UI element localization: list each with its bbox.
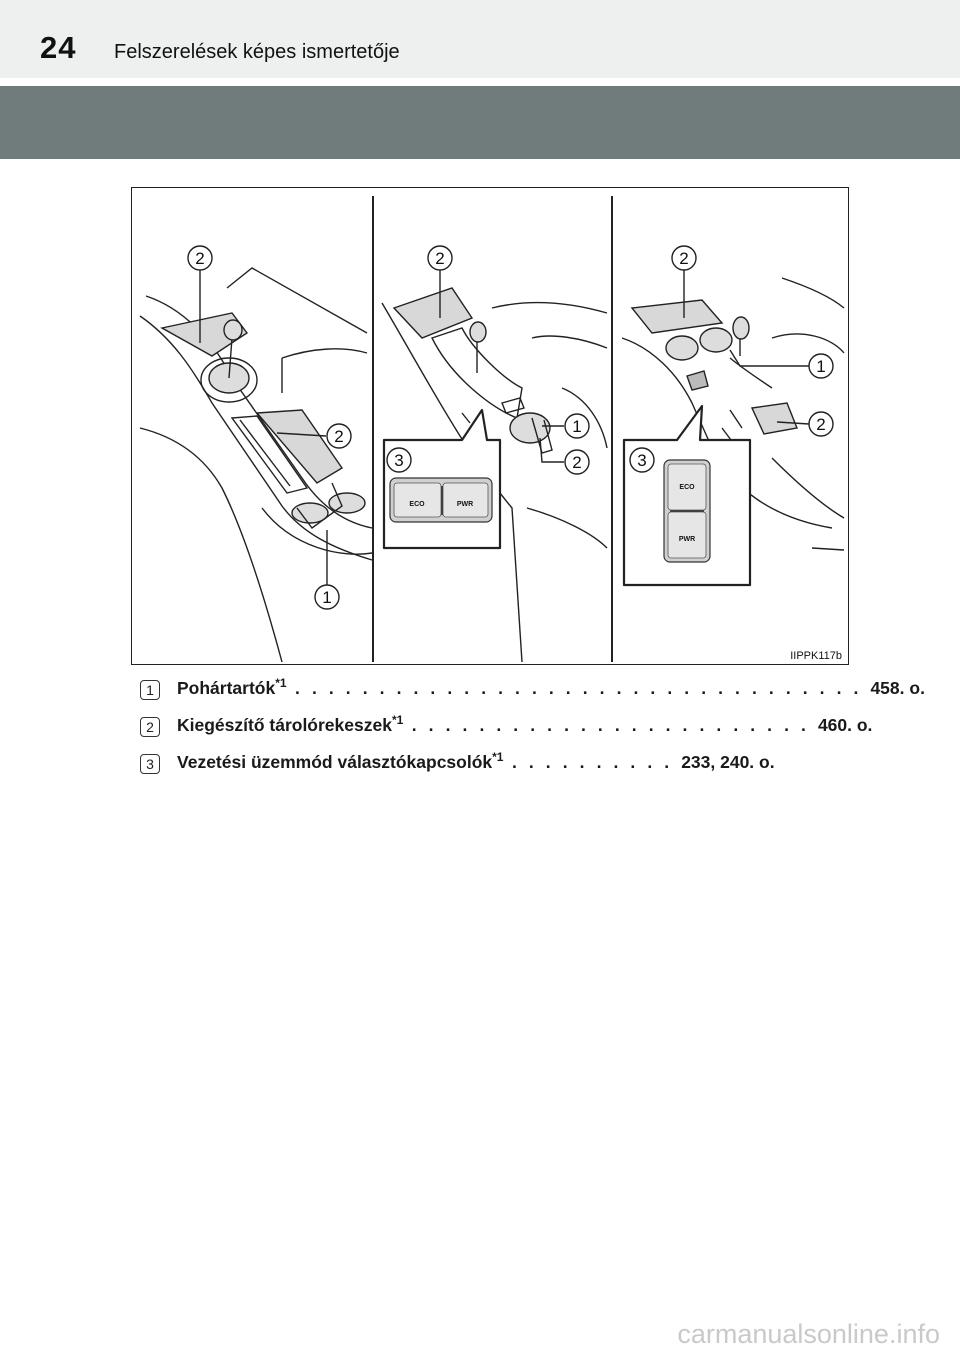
console-illustration-svg: ECO PWR ECO PWR 2 2 1 2 1 2 3 2 1 2 3 [139, 196, 845, 663]
watermark: carmanualsonline.info [677, 1319, 940, 1349]
callout-2: 2 [808, 411, 834, 437]
eco-label: ECO [679, 484, 695, 491]
svg-text:3: 3 [637, 451, 646, 470]
gray-banner [0, 86, 960, 159]
svg-text:1: 1 [322, 588, 331, 607]
pwr-label: PWR [679, 536, 695, 543]
svg-text:3: 3 [394, 451, 403, 470]
svg-text:2: 2 [572, 453, 581, 472]
svg-text:2: 2 [334, 427, 343, 446]
legend-list: 1 Pohártartók*1 . . . . . . . . . . . . … [140, 676, 925, 787]
callout-3: 3 [629, 447, 655, 473]
svg-text:2: 2 [435, 249, 444, 268]
leader-dots: . . . . . . . . . . . . . . . . . . . . … [403, 714, 818, 735]
legend-label: Kiegészítő tárolórekeszek [177, 714, 392, 735]
page-reference[interactable]: 460. o. [817, 714, 873, 735]
leader-dots: . . . . . . . . . . . . . . . . . . . . … [286, 677, 871, 698]
callout-2: 2 [326, 423, 352, 449]
drive-mode-switch-inset-vertical: ECO PWR [622, 404, 752, 587]
eco-label: ECO [409, 501, 425, 508]
pwr-label: PWR [457, 501, 473, 508]
footnote-mark: *1 [275, 676, 287, 690]
svg-text:1: 1 [816, 357, 825, 376]
legend-number: 2 [140, 717, 160, 737]
console-illustration: ECO PWR ECO PWR 2 2 1 2 1 2 3 2 1 2 3 I [131, 187, 849, 665]
legend-number: 3 [140, 754, 160, 774]
header-strip [0, 0, 960, 78]
legend-item: 1 Pohártartók*1 . . . . . . . . . . . . … [140, 676, 925, 713]
svg-text:2: 2 [679, 249, 688, 268]
footnote-mark: *1 [391, 713, 404, 727]
drive-mode-switch-inset-horizontal: ECO PWR [382, 408, 502, 550]
svg-text:1: 1 [572, 417, 581, 436]
page-reference[interactable]: 458. o. [870, 677, 925, 698]
leader-dots: . . . . . . . . . . [503, 751, 682, 772]
section-title: Felszerelések képes ismertetője [114, 41, 400, 63]
figure-code: IIPPK117b [790, 650, 842, 662]
callout-1: 1 [314, 584, 340, 610]
callout-3: 3 [386, 447, 412, 473]
page-number: 24 [40, 30, 77, 65]
legend-item: 2 Kiegészítő tárolórekeszek*1 . . . . . … [140, 713, 872, 750]
callout-2: 2 [427, 245, 453, 271]
callout-1: 1 [808, 353, 834, 379]
page-reference[interactable]: 233, 240. o. [681, 751, 775, 772]
legend-number: 1 [140, 680, 160, 700]
legend-label: Vezetési üzemmód választókapcsolók [177, 751, 493, 772]
svg-text:2: 2 [195, 249, 204, 268]
callout-2: 2 [564, 449, 590, 475]
footnote-mark: *1 [492, 750, 504, 764]
svg-text:2: 2 [816, 415, 825, 434]
callout-2: 2 [671, 245, 697, 271]
callout-2: 2 [187, 245, 213, 271]
legend-item: 3 Vezetési üzemmód választókapcsolók*1 .… [140, 750, 840, 787]
legend-label: Pohártartók [177, 677, 276, 698]
callout-1: 1 [564, 413, 590, 439]
